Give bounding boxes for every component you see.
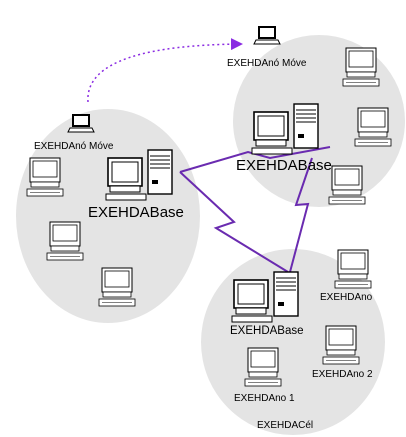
desktop-icon xyxy=(322,325,360,365)
wan-link-left-bottom xyxy=(179,171,289,273)
server-tower-icon xyxy=(105,149,173,201)
wan-link-top-bottom xyxy=(289,157,313,273)
desktop-icon xyxy=(46,221,84,261)
mobility-arrow xyxy=(87,38,243,103)
base-bottom-label: EXEHDABase xyxy=(230,325,304,337)
cell-label: EXEHDACél xyxy=(257,420,314,431)
wan-link-left-top xyxy=(179,146,331,173)
base-top-right-label: EXEHDABase xyxy=(236,157,332,174)
laptop-icon xyxy=(253,25,281,45)
node-2-label: EXEHDAno 2 xyxy=(312,369,373,380)
server-tower-icon xyxy=(251,103,319,155)
server-tower-icon xyxy=(231,271,299,323)
cell-top-right xyxy=(233,35,405,207)
mobile-node-origin-label: EXEHDAnó Móve xyxy=(34,141,114,152)
desktop-icon xyxy=(328,165,366,205)
desktop-icon xyxy=(26,157,64,197)
node-1-label: EXEHDAno 1 xyxy=(234,393,295,404)
desktop-icon xyxy=(334,249,372,289)
desktop-icon xyxy=(98,267,136,307)
mobile-node-moved-label: EXEHDAnó Móve xyxy=(227,58,307,69)
desktop-icon xyxy=(342,47,380,87)
base-left-label: EXEHDABase xyxy=(88,204,184,221)
desktop-icon xyxy=(244,347,282,387)
node-right-label: EXEHDAno xyxy=(320,292,373,303)
desktop-icon xyxy=(354,107,392,147)
